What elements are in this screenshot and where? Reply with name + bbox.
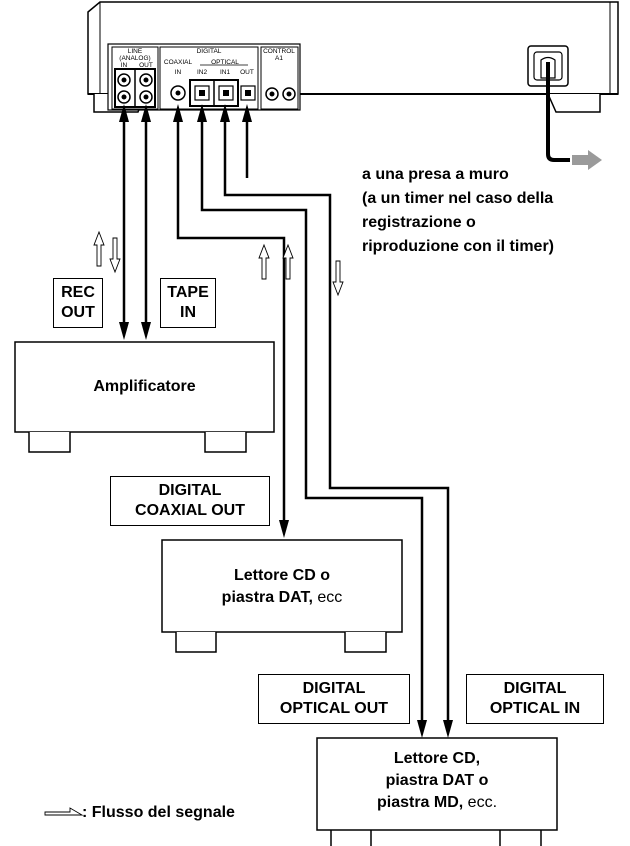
wall-outlet-line-4: riproduzione con il timer) xyxy=(362,238,555,255)
line-analog-jacks: LINE (ANALOG) IN OUT xyxy=(111,46,159,110)
coaxial-in-label: IN xyxy=(175,69,182,76)
amplifier-label: Amplificatore xyxy=(93,378,196,395)
optical-label: OPTICAL xyxy=(211,59,239,66)
cd-player-2-label: Lettore CD, piastra DAT o piastra MD, ec… xyxy=(376,750,498,811)
line-sub: (ANALOG) xyxy=(119,55,150,62)
control-title: CONTROL xyxy=(263,48,295,55)
digital-cables xyxy=(176,112,450,728)
line-out-label: OUT xyxy=(139,62,153,69)
rec-out-label: REC OUT xyxy=(53,278,103,328)
line-in-label: IN xyxy=(121,62,128,69)
amplifier-box xyxy=(14,341,275,453)
cd-player-1-label: Lettore CD o piastra DAT, ecc xyxy=(221,567,343,606)
signal-flow-arrows xyxy=(93,230,344,297)
wall-outlet-line-2: (a un timer nel caso della xyxy=(362,190,554,207)
legend-arrow-icon xyxy=(44,807,84,816)
wall-outlet-line-3: registrazione o xyxy=(362,214,476,231)
tape-in-label: TAPE IN xyxy=(160,278,216,328)
optical-in1-label: IN1 xyxy=(220,69,231,76)
optical-out-label: OUT xyxy=(240,69,254,76)
digital-jacks: DIGITAL COAXIAL IN OPTICAL IN2 IN1 OUT xyxy=(159,46,259,110)
wall-outlet-line-1: a una presa a muro xyxy=(362,166,509,183)
digital-optical-out-label: DIGITAL OPTICAL OUT xyxy=(258,674,410,724)
deck-foot-right xyxy=(547,93,601,113)
optical-in2-label: IN2 xyxy=(197,69,208,76)
wall-outlet-caption: a una presa a muro (a un timer nel caso … xyxy=(362,163,554,259)
power-inlet xyxy=(527,45,602,170)
analog-cables xyxy=(122,112,148,330)
digital-title: DIGITAL xyxy=(197,48,222,55)
digital-coaxial-out-label: DIGITAL COAXIAL OUT xyxy=(110,476,270,526)
cd-player-2-box xyxy=(316,737,558,846)
line-title: LINE xyxy=(128,48,143,55)
digital-optical-in-label: DIGITAL OPTICAL IN xyxy=(466,674,604,724)
cd-player-1-box xyxy=(161,539,403,653)
coaxial-label: COAXIAL xyxy=(164,59,193,66)
control-a1-jacks: CONTROL A1 xyxy=(260,46,299,110)
control-sub: A1 xyxy=(275,55,283,62)
power-direction-arrow xyxy=(572,150,602,170)
legend-text: : Flusso del segnale xyxy=(82,804,235,821)
